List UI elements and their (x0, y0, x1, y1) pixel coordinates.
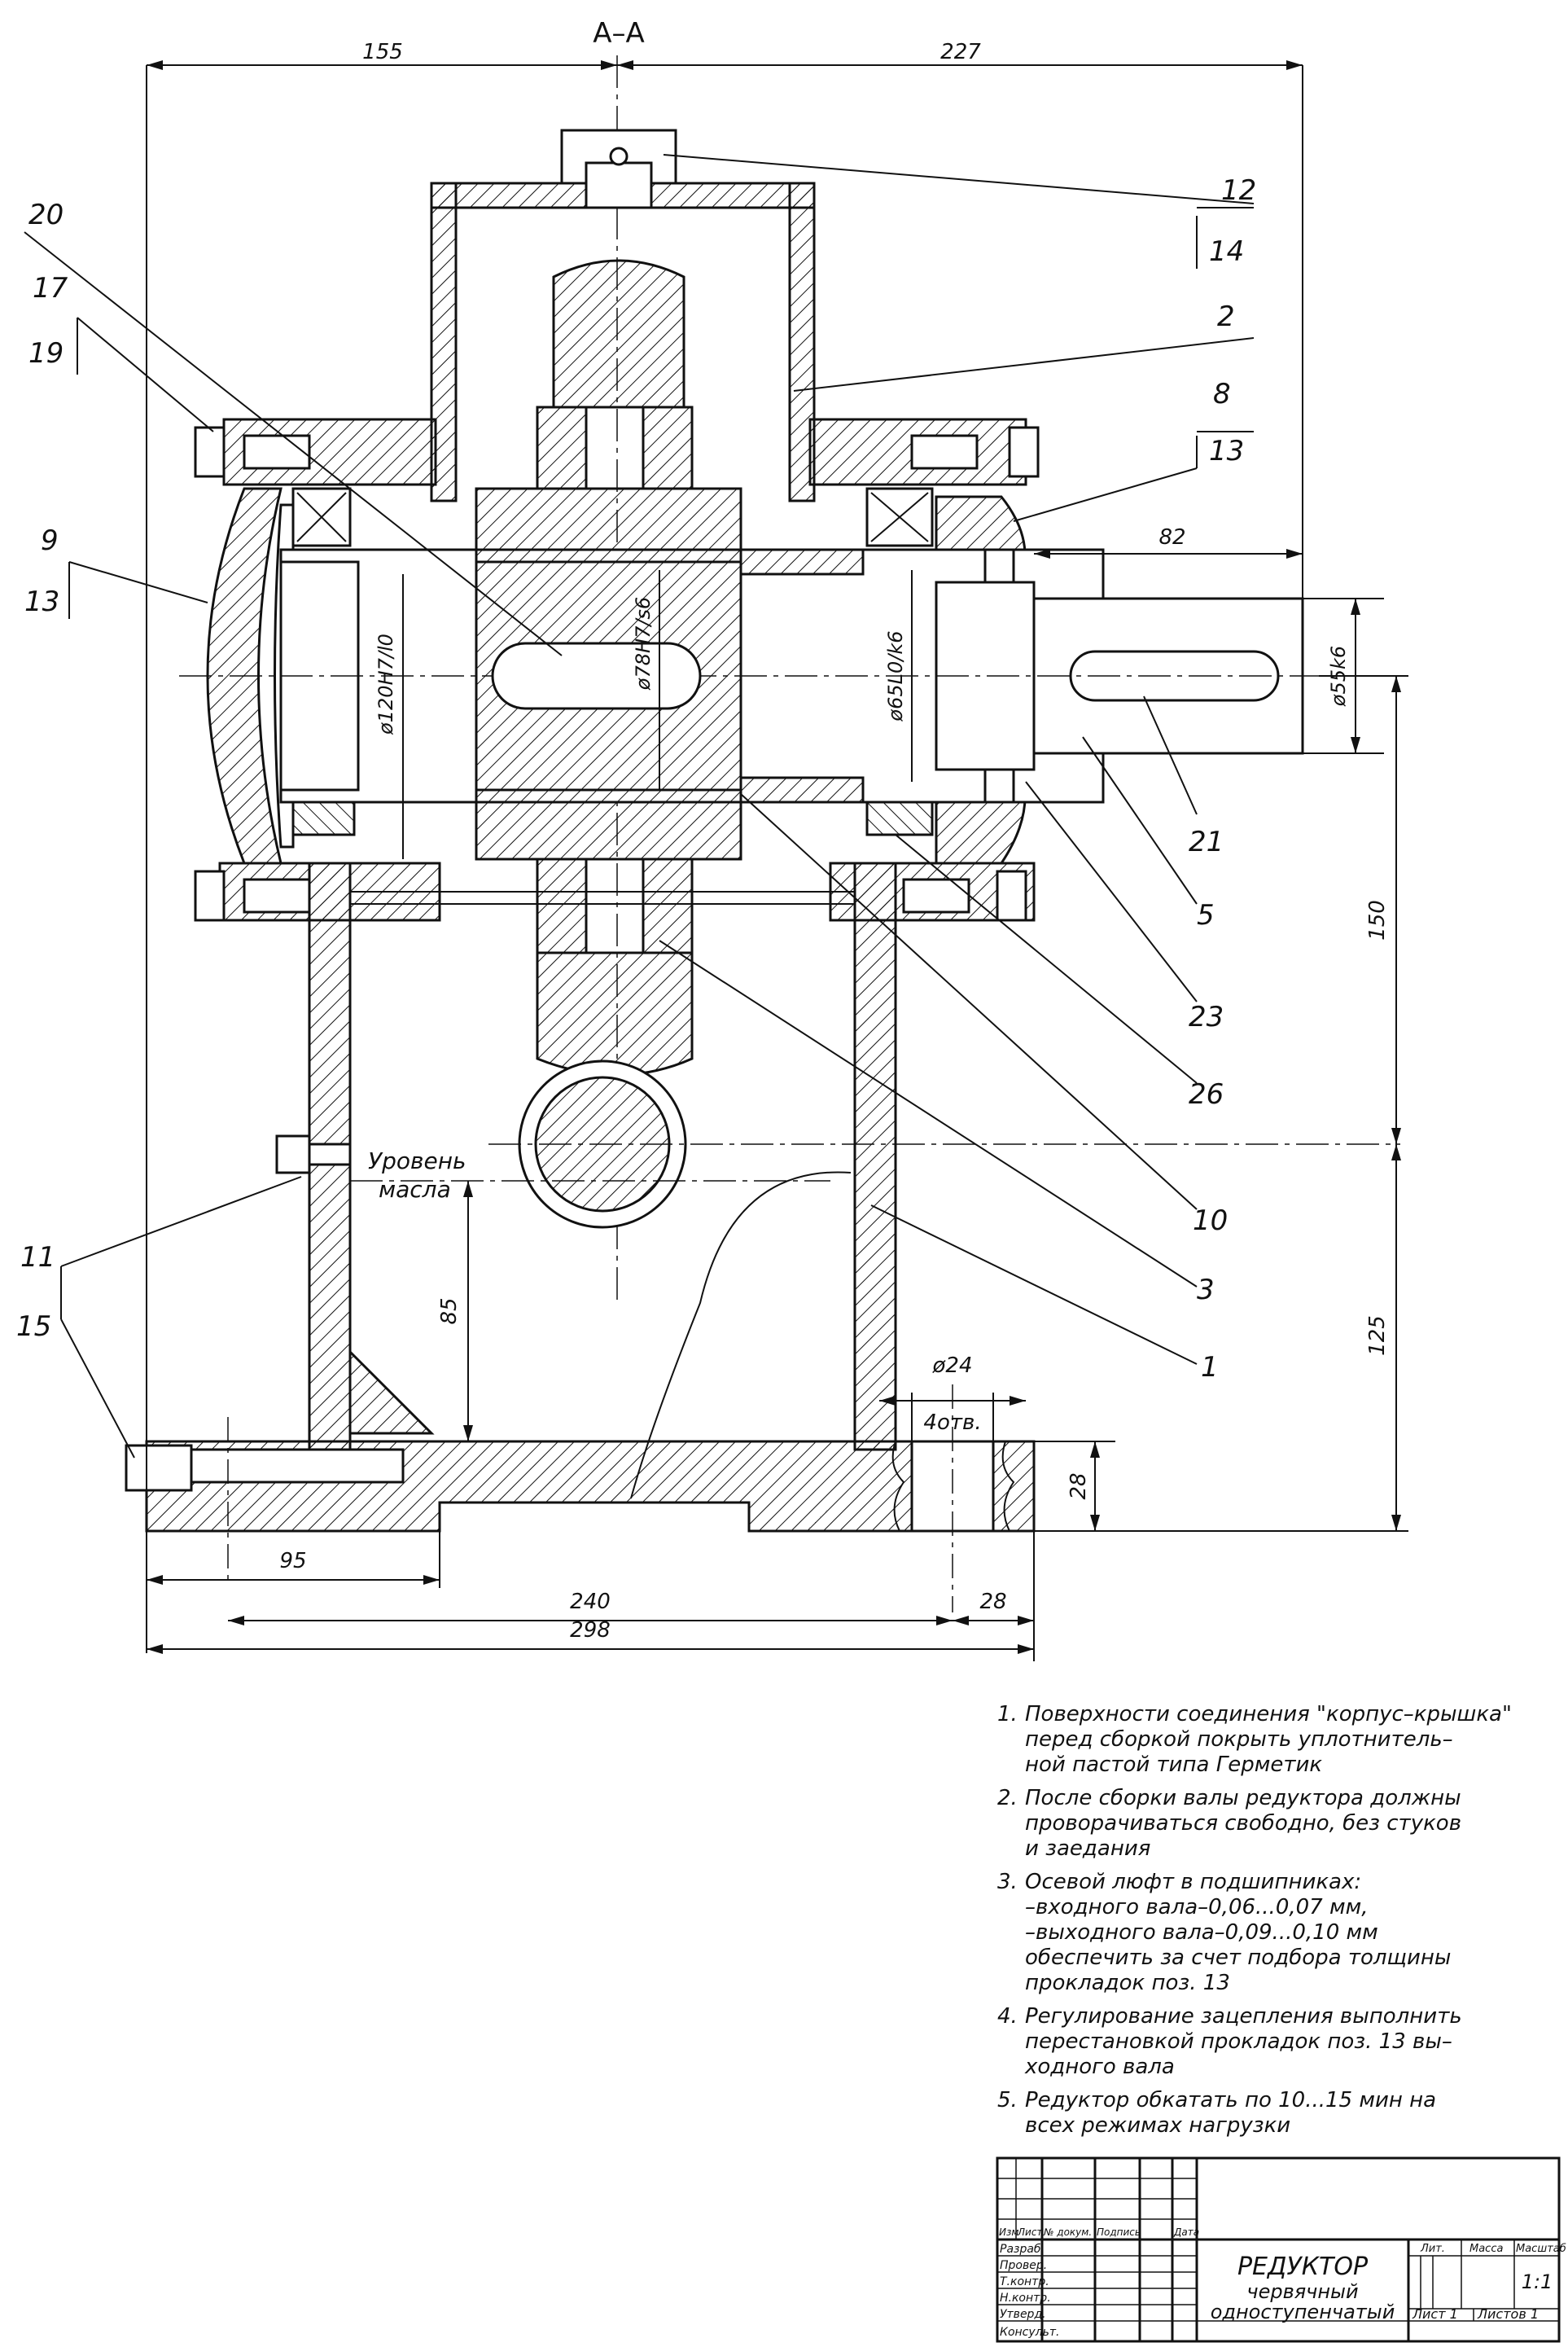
fit-55: ø55k6 (1327, 646, 1350, 707)
worm-wheel (475, 259, 742, 1077)
note-text: Регулирование зацепления выполнить перес… (1025, 2004, 1462, 2079)
dimension-lines (146, 60, 1408, 1661)
note-number: 3. (997, 1870, 1018, 1894)
stamp-subtitle-1: червячный (1246, 2280, 1358, 2303)
dim-82: 82 (1158, 525, 1185, 550)
note-item: 4. Регулирование зацепления выполнить пер… (997, 2004, 1535, 2080)
position-20: 20 (28, 199, 64, 231)
oil-level-plug (275, 1134, 352, 1174)
note-number: 5. (997, 2088, 1018, 2112)
stamp-col-doc: № докум. (1043, 2226, 1092, 2238)
dim-28-vertical: 28 (1067, 1472, 1091, 1499)
oil-level-label-2: масла (379, 1176, 451, 1203)
position-15: 15 (16, 1310, 51, 1343)
dim-240: 240 (570, 1590, 611, 1614)
fit-120: ø120H7/l0 (374, 634, 397, 735)
position-17: 17 (33, 272, 68, 305)
position-8: 8 (1213, 378, 1231, 410)
base-plate (125, 1440, 1036, 1533)
note-number: 2. (997, 1786, 1018, 1810)
note-text: Редуктор обкатать по 10...15 мин на всех… (1025, 2088, 1437, 2138)
stamp-subtitle-2: одноступенчатый (1211, 2301, 1395, 2323)
dim-28-horizontal: 28 (979, 1590, 1006, 1614)
dim-125: 125 (1365, 1315, 1390, 1356)
position-14: 14 (1209, 235, 1244, 268)
fit-65: ø65L0/k6 (884, 630, 907, 722)
note-item: 5. Редуктор обкатать по 10...15 мин на вс… (997, 2088, 1535, 2139)
title-block (996, 2156, 1561, 2343)
dim-d24: ø24 (932, 1353, 973, 1378)
position-26: 26 (1189, 1078, 1224, 1111)
note-text: После сборки валы редуктора должны прово… (1025, 1786, 1462, 1861)
note-number: 1. (997, 1702, 1018, 1726)
dim-298: 298 (570, 1618, 611, 1643)
oil-level-label-1: Уровень (368, 1147, 466, 1174)
dim-95: 95 (279, 1549, 306, 1573)
stamp-title: РЕДУКТОР (1237, 2253, 1369, 2281)
position-21: 21 (1189, 826, 1224, 858)
stamp-col-date: Дата (1173, 2226, 1199, 2238)
stamp-row-razrab: Разраб. (1000, 2243, 1045, 2256)
note-text: Осевой люфт в подшипниках: –входного вал… (1025, 1870, 1452, 1995)
stamp-row-prover: Провер. (1000, 2259, 1047, 2272)
section-title: А–А (593, 17, 645, 50)
stamp-col-izm: Изм (999, 2226, 1018, 2238)
housing-rib (348, 1349, 435, 1435)
stamp-massa: Масса (1469, 2243, 1503, 2255)
spacer-sleeve (739, 548, 1015, 804)
position-12: 12 (1221, 174, 1256, 207)
stamp-row-tkontr: Т.контр. (1000, 2275, 1049, 2288)
leader-lines (24, 154, 1255, 1459)
note-item: 2. После сборки валы редуктора должны про… (997, 1786, 1535, 1862)
position-19: 19 (28, 337, 64, 370)
position-11: 11 (20, 1241, 55, 1274)
position-9: 9 (41, 524, 59, 557)
position-13-left: 13 (24, 586, 59, 618)
note-number: 4. (997, 2004, 1018, 2029)
fit-78: ø78H7/s6 (632, 597, 655, 691)
technical-requirements: 1. Поверхности соединения "корпус–крышка"… (997, 1702, 1535, 2147)
stamp-row-nkontr: Н.контр. (1000, 2292, 1051, 2305)
stamp-masshtab: Масштаб (1516, 2243, 1566, 2255)
position-23: 23 (1189, 1001, 1224, 1033)
stamp-col-list: Лист (1017, 2226, 1043, 2238)
stamp-row-utverd: Утверд. (1000, 2308, 1046, 2321)
note-item: 3. Осевой люфт в подшипниках: –входного в… (997, 1870, 1535, 1996)
position-13-right: 13 (1209, 435, 1244, 467)
dim-227: 227 (940, 40, 981, 64)
stamp-sheet: Лист 1 (1412, 2306, 1458, 2322)
position-2: 2 (1217, 301, 1235, 333)
stamp-row-konsult: Консульт. (1000, 2326, 1059, 2339)
position-10: 10 (1193, 1204, 1228, 1237)
dim-4-holes: 4отв. (923, 1410, 981, 1435)
note-item: 1. Поверхности соединения "корпус–крышка"… (997, 1702, 1535, 1778)
stamp-scale: 1:1 (1522, 2270, 1553, 2293)
position-1: 1 (1201, 1351, 1219, 1384)
vent-plug (560, 129, 677, 209)
dim-150: 150 (1365, 900, 1390, 941)
stamp-sheets: Листов 1 (1477, 2306, 1539, 2322)
stamp-lit: Лит. (1420, 2243, 1445, 2255)
position-3: 3 (1197, 1274, 1215, 1306)
dim-85: 85 (437, 1297, 462, 1324)
note-text: Поверхности соединения "корпус–крышка" п… (1025, 1702, 1512, 1777)
position-5: 5 (1197, 899, 1215, 932)
stamp-col-sign: Подпись (1097, 2226, 1141, 2238)
dim-155: 155 (362, 40, 403, 64)
